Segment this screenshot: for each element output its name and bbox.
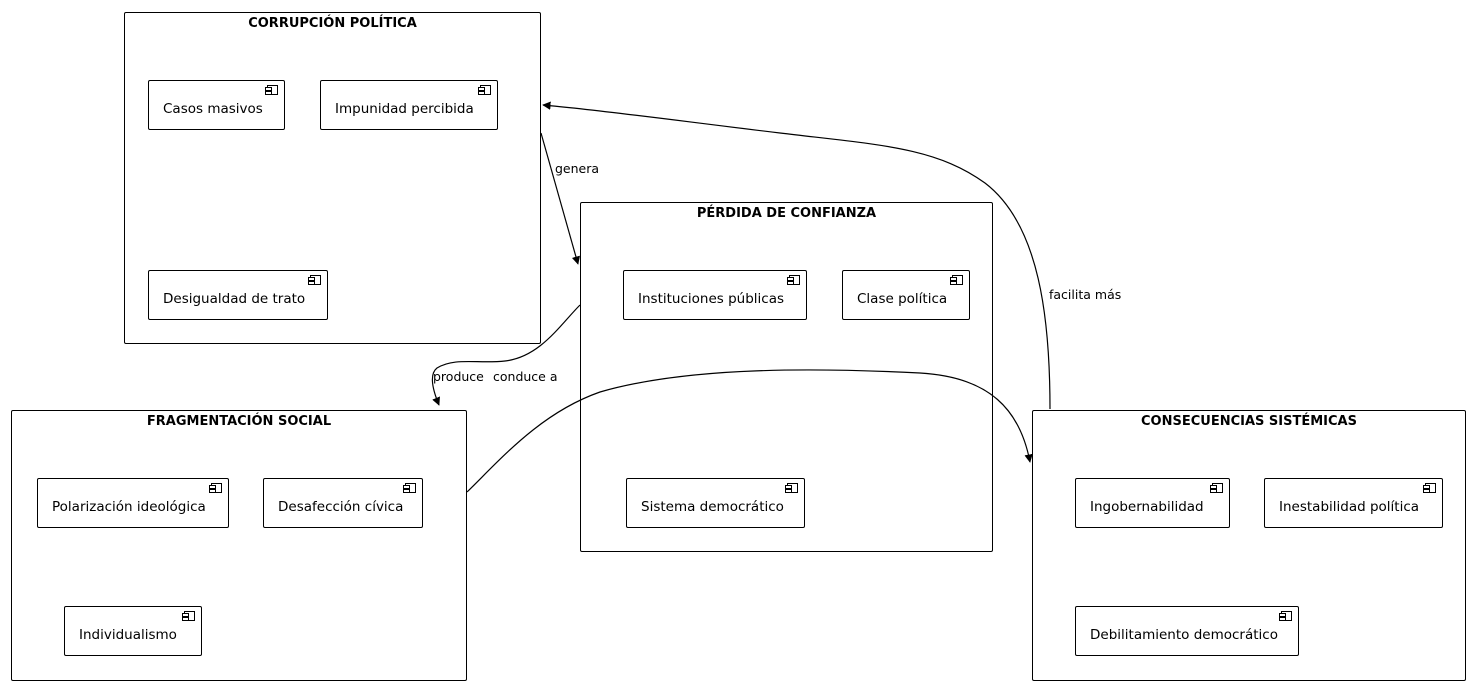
component-label: Debilitamiento democrático — [1090, 627, 1278, 643]
edge-facilita-mas — [542, 101, 1051, 410]
component-impunidad-percibida[interactable]: Impunidad percibida — [320, 80, 498, 130]
component-label: Casos masivos — [163, 101, 263, 117]
package-title: FRAGMENTACIÓN SOCIAL — [146, 414, 332, 429]
component-label: Inestabilidad política — [1279, 499, 1420, 515]
component-icon — [209, 483, 222, 493]
component-label: Impunidad percibida — [335, 101, 474, 117]
component-debilitamiento-democratico[interactable]: Debilitamiento democrático — [1075, 606, 1299, 656]
component-icon — [403, 483, 416, 493]
package-corrupcion-politica: CORRUPCIÓN POLÍTICA Casos masivos Impuni… — [124, 12, 541, 344]
package-fragmentacion-social: FRAGMENTACIÓN SOCIAL Polarización ideoló… — [11, 410, 467, 681]
component-icon — [1423, 483, 1436, 493]
component-inestabilidad-politica[interactable]: Inestabilidad política — [1264, 478, 1443, 528]
edge-label-facilita-mas: facilita más — [1049, 287, 1122, 302]
component-polarizacion-ideologica[interactable]: Polarización ideológica — [37, 478, 229, 528]
component-label: Sistema democrático — [641, 499, 784, 515]
component-instituciones-publicas[interactable]: Instituciones públicas — [623, 270, 807, 320]
package-title: CONSECUENCIAS SISTÉMICAS — [1141, 414, 1357, 429]
edge-label-produce: produce — [433, 369, 484, 384]
component-icon — [785, 483, 798, 493]
component-clase-politica[interactable]: Clase política — [842, 270, 970, 320]
component-icon — [478, 85, 491, 95]
component-individualismo[interactable]: Individualismo — [64, 606, 202, 656]
component-label: Clase política — [857, 291, 948, 307]
component-desigualdad-de-trato[interactable]: Desigualdad de trato — [148, 270, 328, 320]
package-consecuencias-sistemicas: CONSECUENCIAS SISTÉMICAS Ingobernabilida… — [1032, 410, 1466, 681]
package-title: PÉRDIDA DE CONFIANZA — [696, 206, 877, 221]
edge-genera — [540, 132, 580, 265]
component-label: Individualismo — [79, 627, 177, 643]
package-perdida-de-confianza: PÉRDIDA DE CONFIANZA Instituciones públi… — [580, 202, 993, 552]
edge-conduce-a — [466, 369, 1033, 493]
component-casos-masivos[interactable]: Casos masivos — [148, 80, 285, 130]
component-sistema-democratico[interactable]: Sistema democrático — [626, 478, 805, 528]
component-icon — [182, 611, 195, 621]
component-icon — [265, 85, 278, 95]
edge-label-genera: genera — [555, 161, 600, 176]
component-label: Polarización ideológica — [52, 499, 206, 515]
component-icon — [950, 275, 963, 285]
component-label: Instituciones públicas — [638, 291, 785, 307]
component-icon — [1210, 483, 1223, 493]
component-label: Desigualdad de trato — [163, 291, 306, 307]
edge-produce — [431, 304, 581, 406]
component-desafeccion-civica[interactable]: Desafección cívica — [263, 478, 423, 528]
component-icon — [787, 275, 800, 285]
component-ingobernabilidad[interactable]: Ingobernabilidad — [1075, 478, 1230, 528]
component-label: Desafección cívica — [278, 499, 404, 515]
edge-label-conduce-a: conduce a — [493, 369, 558, 384]
component-label: Ingobernabilidad — [1090, 499, 1204, 515]
component-icon — [308, 275, 321, 285]
component-icon — [1279, 611, 1292, 621]
package-title: CORRUPCIÓN POLÍTICA — [248, 16, 417, 31]
